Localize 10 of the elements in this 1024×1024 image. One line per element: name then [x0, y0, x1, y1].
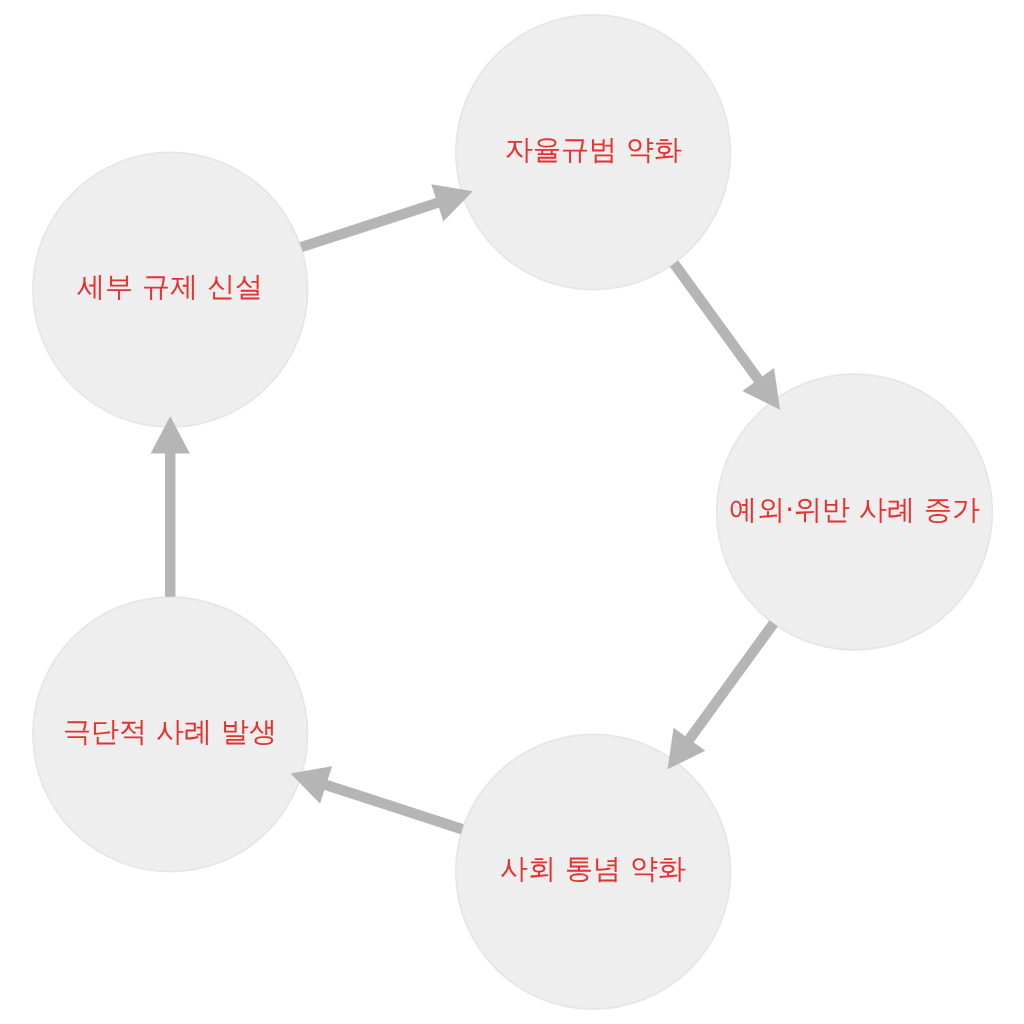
arrow: [299, 184, 473, 253]
node-circle: 자율규범 약화: [454, 14, 731, 291]
node-circle: 예외·위반 사례 증가: [715, 373, 993, 651]
arrow: [667, 620, 778, 770]
arrow: [290, 766, 464, 835]
arrow: [150, 416, 190, 597]
node-circle: 극단적 사례 발생: [31, 596, 308, 873]
node-circle: 사회 통념 약화: [454, 733, 731, 1010]
node-circle: 세부 규제 신설: [31, 151, 308, 428]
arrow: [669, 260, 780, 410]
